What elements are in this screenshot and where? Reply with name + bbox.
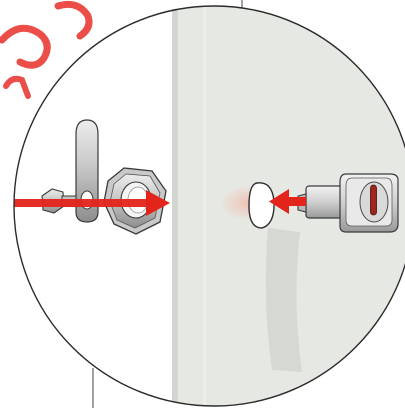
panel-hole	[249, 183, 274, 228]
key-slot	[371, 185, 377, 215]
